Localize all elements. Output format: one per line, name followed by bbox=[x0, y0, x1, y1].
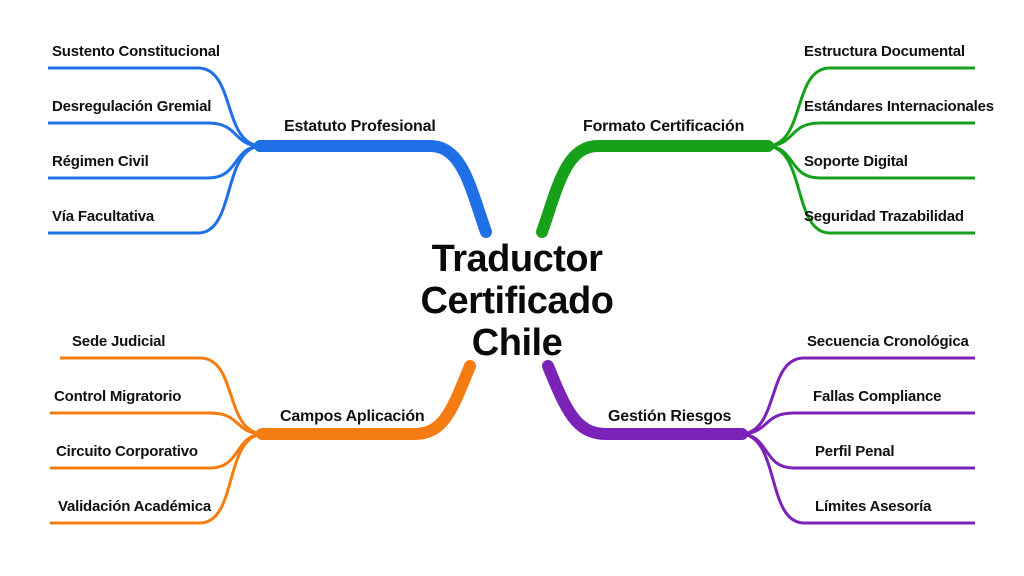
leaf-line-campos-1 bbox=[50, 411, 265, 436]
branch-label-formato: Formato Certificación bbox=[583, 118, 745, 135]
leaf-line-formato-0 bbox=[765, 66, 975, 148]
leaf-gestion-1: Fallas Compliance bbox=[813, 388, 942, 405]
leaf-line-estatuto-0 bbox=[48, 66, 263, 148]
leaf-line-gestion-0 bbox=[739, 356, 975, 436]
leaf-line-gestion-1 bbox=[739, 411, 975, 436]
leaf-line-gestion-3 bbox=[739, 432, 975, 525]
trunk-estatuto bbox=[254, 140, 492, 238]
central-topic-line-3: Chile bbox=[471, 322, 563, 364]
leaf-line-formato-3 bbox=[765, 144, 975, 235]
leaf-formato-2: Soporte Digital bbox=[804, 153, 908, 170]
leaf-gestion-3: Límites Asesoría bbox=[815, 498, 932, 515]
leaf-gestion-2: Perfil Penal bbox=[815, 443, 895, 460]
leaf-gestion-0: Secuencia Cronológica bbox=[807, 333, 969, 350]
branch-label-gestion: Gestión Riesgos bbox=[608, 408, 732, 425]
leaf-estatuto-3: Vía Facultativa bbox=[52, 208, 155, 225]
leaf-campos-3: Validación Académica bbox=[58, 498, 212, 515]
leaf-campos-0: Sede Judicial bbox=[72, 333, 166, 350]
leaf-line-campos-3 bbox=[50, 432, 265, 525]
trunk-formato bbox=[536, 140, 774, 238]
leaf-estatuto-0: Sustento Constitucional bbox=[52, 43, 220, 60]
central-topic-line-2: Certificado bbox=[420, 280, 614, 322]
leaf-line-estatuto-1 bbox=[48, 121, 263, 148]
leaf-formato-0: Estructura Documental bbox=[804, 43, 965, 60]
branch-label-estatuto: Estatuto Profesional bbox=[284, 118, 436, 135]
central-topic-line-1: Traductor bbox=[431, 238, 603, 280]
central-topic: Traductor Certificado Chile bbox=[392, 238, 642, 364]
leaf-estatuto-1: Desregulación Gremial bbox=[52, 98, 212, 115]
leaf-campos-2: Circuito Corporativo bbox=[56, 443, 198, 460]
leaf-line-estatuto-3 bbox=[48, 144, 263, 235]
leaf-line-formato-1 bbox=[765, 121, 975, 148]
trunk-gestion bbox=[542, 360, 748, 440]
branch-label-campos: Campos Aplicación bbox=[280, 408, 425, 425]
trunk-campos bbox=[256, 360, 476, 440]
leaf-formato-3: Seguridad Trazabilidad bbox=[804, 208, 964, 225]
leaf-campos-1: Control Migratorio bbox=[54, 388, 182, 405]
leaf-line-campos-0 bbox=[60, 356, 265, 436]
leaf-estatuto-2: Régimen Civil bbox=[52, 153, 149, 170]
leaf-formato-1: Estándares Internacionales bbox=[804, 98, 994, 115]
